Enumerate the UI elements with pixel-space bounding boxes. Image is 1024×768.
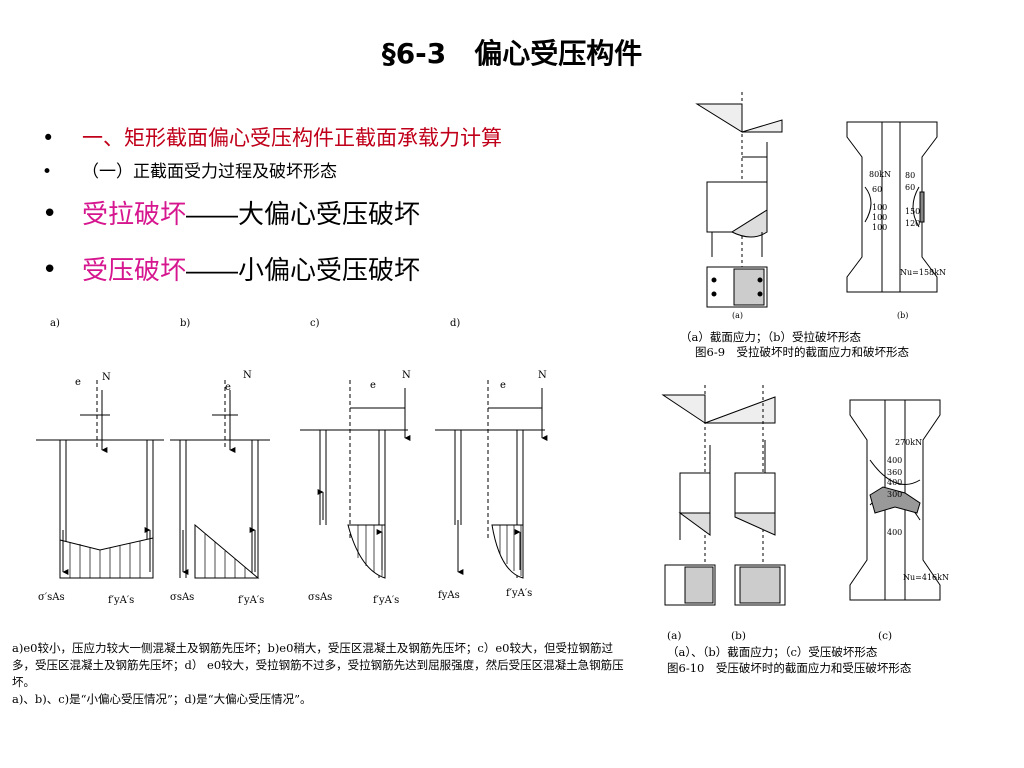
crack-load-label: 100: [872, 223, 887, 232]
force-label: fyAs: [438, 590, 460, 601]
n-label: N: [243, 370, 252, 381]
figure-6-10-caption-2: 图6-10 受压破坏时的截面应力和受压破坏形态: [667, 661, 912, 675]
figure-6-9: 80kN 60 100 100 100 80 60 150 120 Nu=158…: [695, 92, 946, 320]
force-label: f′yA′s: [373, 595, 399, 606]
bullet-text: 一、矩形截面偏心受压构件正截面承载力计算: [82, 126, 502, 150]
bullet-text: （一）正截面受力过程及破坏形态: [82, 162, 337, 182]
bullet-text: 小偏心受压破坏: [238, 256, 421, 286]
note-line: a)e0较小，压应力较大一侧混凝土及钢筋先压坏；b)e0稍大，受压区混凝土及钢筋…: [12, 641, 624, 689]
bullet-list: 一、矩形截面偏心受压构件正截面承载力计算 （一）正截面受力过程及破坏形态 受拉破…: [36, 118, 666, 298]
crack-load-label: 60: [872, 185, 882, 194]
crack-load-label: 60: [905, 183, 915, 192]
bullet-item-2: （一）正截面受力过程及破坏形态: [36, 158, 666, 186]
subfigure-label: (b): [897, 311, 908, 320]
ultimate-load-label: Nu=416kN: [903, 573, 949, 582]
force-label: f′yA′s: [506, 588, 532, 599]
crack-load-label: 80kN: [869, 170, 891, 179]
bullet-item-3: 受拉破坏——大偏心受压破坏: [36, 186, 666, 242]
diagram-label-a: a): [50, 318, 60, 329]
force-label: σsAs: [308, 592, 332, 603]
explanation-note: a)e0较小，压应力较大一侧混凝土及钢筋先压坏；b)e0稍大，受压区混凝土及钢筋…: [12, 640, 626, 708]
e0-label: e: [500, 380, 506, 391]
crack-load-label: 150: [905, 207, 920, 216]
n-label: N: [538, 370, 547, 381]
bullet-dash: ——: [186, 199, 239, 229]
e0-label: e: [225, 382, 231, 393]
bullet-dash: ——: [186, 255, 239, 285]
bullet-item-4: 受压破坏——小偏心受压破坏: [36, 242, 666, 298]
crack-load-label: 270kN: [895, 438, 922, 447]
crack-load-label: 400: [887, 456, 902, 465]
subfigure-label: (a): [732, 311, 743, 320]
bullet-highlight: 受拉破坏: [82, 200, 187, 230]
crack-load-label: 100: [872, 203, 887, 212]
subfigure-label: (a): [667, 630, 682, 642]
crack-load-label: 300: [887, 490, 902, 499]
crack-load-label: 400: [887, 528, 902, 537]
figure-6-9-caption-1: （a）截面应力；（b）受拉破坏形态: [680, 330, 861, 344]
crack-load-label: 400: [887, 478, 902, 487]
diagram-label-d: d): [450, 318, 460, 329]
bullet-item-1: 一、矩形截面偏心受压构件正截面承载力计算: [36, 118, 666, 158]
diagram-label-c: c): [310, 318, 320, 329]
n-label: N: [402, 370, 411, 381]
page-title: §6-3 偏心受压构件: [381, 37, 643, 70]
crack-load-label: 100: [872, 213, 887, 222]
e0-label: e: [370, 380, 376, 391]
crack-load-label: 360: [887, 468, 902, 477]
crack-load-label: 120: [905, 219, 920, 228]
e0-label: e: [75, 377, 81, 388]
figure-6-10: 270kN 400 360 400 300 400 Nu=416kN: [661, 385, 949, 606]
force-label: f′yA′s: [238, 595, 264, 606]
force-label: σsAs: [170, 592, 194, 603]
ultimate-load-label: Nu=158kN: [900, 268, 946, 277]
subfigure-label: (b): [731, 630, 746, 642]
bullet-text: 大偏心受压破坏: [238, 200, 421, 230]
force-label: f′yA′s: [108, 595, 134, 606]
force-label: σ′sAs: [38, 592, 65, 603]
subfigure-label: (c): [878, 630, 893, 642]
diagram-label-b: b): [180, 318, 190, 329]
note-line: a)、b)、c)是“小偏心受压情况”；d)是“大偏心受压情况”。: [12, 692, 312, 706]
n-label: N: [102, 372, 111, 383]
bullet-highlight: 受压破坏: [82, 256, 187, 286]
figure-6-10-caption-1: （a）、（b）截面应力；（c）受压破坏形态: [667, 645, 878, 659]
stress-diagrams: a) b): [36, 318, 548, 606]
figure-6-9-caption-2: 图6-9 受拉破坏时的截面应力和破坏形态: [695, 345, 910, 359]
crack-load-label: 80: [905, 171, 915, 180]
